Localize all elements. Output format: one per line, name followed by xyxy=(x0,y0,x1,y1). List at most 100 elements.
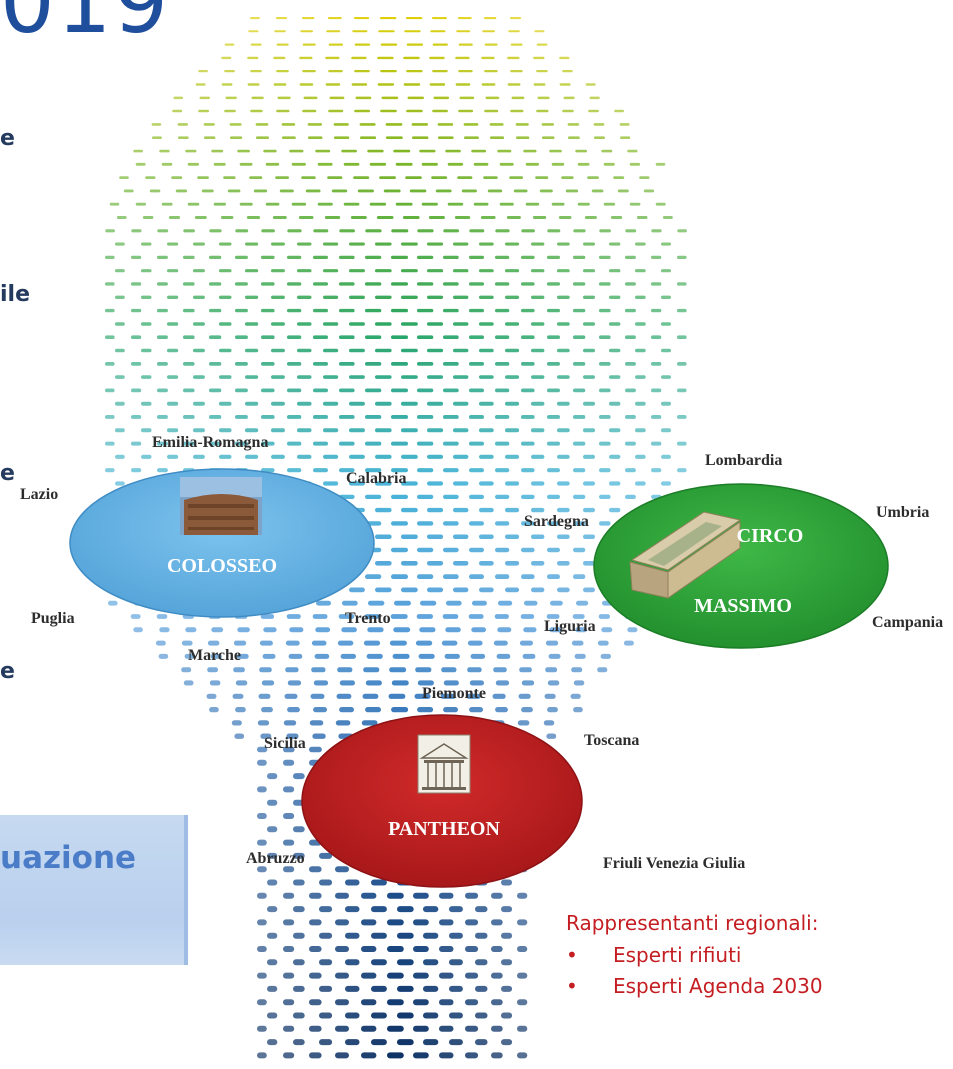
dash-mark xyxy=(479,322,494,326)
dash-mark xyxy=(661,348,671,353)
dash-mark xyxy=(401,348,418,353)
dash-mark xyxy=(157,441,168,446)
dash-mark xyxy=(505,269,520,273)
dash-mark xyxy=(219,454,232,459)
dash-mark xyxy=(517,946,528,952)
region-puglia: Puglia xyxy=(31,610,75,627)
dash-mark xyxy=(219,375,232,379)
dash-mark xyxy=(300,30,313,33)
legend-item: •Esperti rifiuti xyxy=(566,945,823,965)
dash-mark xyxy=(343,202,360,206)
dash-mark xyxy=(521,335,535,339)
dash-mark xyxy=(105,388,115,393)
dash-mark xyxy=(469,680,484,686)
dash-mark xyxy=(547,707,558,713)
dash-mark xyxy=(473,202,489,206)
dash-mark xyxy=(315,149,331,153)
dash-mark xyxy=(547,308,560,313)
dash-mark xyxy=(340,653,356,659)
dash-mark xyxy=(583,534,595,539)
dash-mark xyxy=(501,985,513,992)
dash-mark xyxy=(237,149,250,153)
dash-mark xyxy=(603,162,615,166)
pantheon-label: PANTHEON xyxy=(388,818,500,840)
dash-mark xyxy=(149,189,161,193)
dash-mark xyxy=(557,375,570,379)
dash-mark xyxy=(443,255,459,259)
dash-mark xyxy=(433,96,450,100)
region-friuli-venezia-giulia: Friuli Venezia Giulia xyxy=(603,855,745,872)
dash-mark xyxy=(337,667,353,673)
dash-mark xyxy=(449,1012,463,1019)
dash-mark xyxy=(361,946,377,952)
dash-mark xyxy=(413,892,429,899)
dash-mark xyxy=(508,30,520,33)
dash-mark xyxy=(481,83,496,86)
dash-mark xyxy=(417,255,434,259)
dash-mark xyxy=(479,428,494,433)
dash-mark xyxy=(323,401,339,406)
dash-mark xyxy=(531,534,545,539)
dash-mark xyxy=(133,627,143,633)
dash-mark xyxy=(493,640,508,646)
dash-mark xyxy=(345,932,360,939)
dash-mark xyxy=(297,242,312,246)
dash-mark xyxy=(401,242,418,246)
dash-mark xyxy=(661,375,671,379)
dash-mark xyxy=(239,162,253,166)
dash-mark xyxy=(286,614,301,619)
dash-mark xyxy=(193,242,205,246)
dash-mark xyxy=(521,547,535,553)
dash-mark xyxy=(629,202,641,206)
dash-mark xyxy=(427,375,444,379)
dash-mark xyxy=(603,202,616,206)
dash-mark xyxy=(375,534,392,539)
dash-mark xyxy=(401,507,418,513)
region-liguria: Liguria xyxy=(544,618,596,635)
dash-mark xyxy=(453,507,469,513)
dash-mark xyxy=(407,96,424,100)
dash-mark xyxy=(339,229,355,233)
dash-mark xyxy=(419,149,436,153)
dash-mark xyxy=(428,216,445,219)
dash-mark xyxy=(333,123,349,126)
dash-mark xyxy=(465,946,479,952)
dash-mark xyxy=(420,600,437,606)
dash-mark xyxy=(521,441,535,446)
dash-mark xyxy=(627,627,638,633)
dash-mark xyxy=(183,282,195,286)
dash-mark xyxy=(625,494,636,499)
dash-mark xyxy=(547,680,560,686)
dash-mark xyxy=(276,70,289,73)
dash-mark xyxy=(267,773,278,780)
dash-mark xyxy=(453,348,469,353)
dash-mark xyxy=(439,1025,454,1032)
dash-mark xyxy=(531,269,545,273)
dash-mark xyxy=(443,468,459,473)
dash-mark xyxy=(495,707,508,713)
dash-mark xyxy=(342,600,358,606)
dash-mark xyxy=(209,255,222,259)
dash-mark xyxy=(521,494,535,499)
dash-mark xyxy=(377,83,395,86)
dash-mark xyxy=(449,1039,463,1046)
circo-label: CIRCO xyxy=(737,525,804,547)
dash-mark xyxy=(549,627,562,633)
dash-mark xyxy=(371,959,387,966)
dash-mark xyxy=(115,481,125,486)
dash-mark xyxy=(219,428,232,433)
dash-mark xyxy=(115,401,125,406)
dash-mark xyxy=(183,229,195,233)
dash-mark xyxy=(417,308,434,313)
dash-mark xyxy=(415,640,433,646)
dash-mark xyxy=(198,70,208,73)
dash-mark xyxy=(339,335,355,339)
dash-mark xyxy=(250,43,262,46)
dash-mark xyxy=(313,441,328,446)
dash-mark xyxy=(401,454,418,459)
dash-mark xyxy=(495,441,510,446)
dash-mark xyxy=(381,96,399,100)
dash-mark xyxy=(172,109,183,113)
region-calabria: Calabria xyxy=(346,470,406,487)
dash-mark xyxy=(505,587,520,593)
